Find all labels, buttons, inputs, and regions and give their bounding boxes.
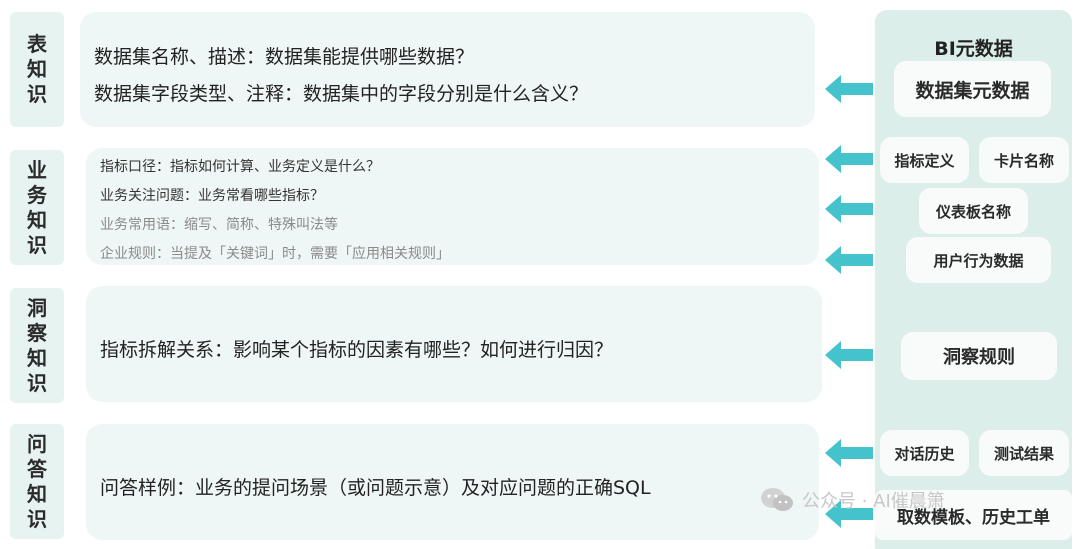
category-char: 问 bbox=[27, 431, 47, 456]
arrow-left-icon bbox=[825, 246, 873, 274]
category-char: 察 bbox=[27, 320, 47, 345]
arrow-left-icon bbox=[825, 145, 873, 173]
category-char: 知 bbox=[27, 481, 47, 506]
panel-insight-knowledge: 指标拆解关系：影响某个指标的因素有哪些？如何进行归因？ bbox=[86, 286, 822, 402]
category-char: 识 bbox=[27, 82, 47, 106]
arrow-left-icon bbox=[825, 439, 873, 467]
panel-text: 企业规则：当提及「关键词」时，需要「应用相关规则」 bbox=[100, 246, 450, 262]
chip-dataset-metadata: 数据集元数据 bbox=[894, 61, 1051, 117]
category-table-knowledge: 表 知 识 bbox=[10, 12, 64, 127]
panel-table-knowledge: 数据集名称、描述：数据集能提供哪些数据？ 数据集字段类型、注释：数据集中的字段分… bbox=[80, 12, 815, 127]
category-char: 知 bbox=[27, 345, 47, 370]
panel-text: 指标口径：指标如何计算、业务定义是什么？ bbox=[100, 159, 380, 175]
arrow-left-icon bbox=[825, 341, 873, 369]
panel-text: 指标拆解关系：影响某个指标的因素有哪些？如何进行归因？ bbox=[100, 339, 614, 361]
panel-business-knowledge: 指标口径：指标如何计算、业务定义是什么？ 业务关注问题：业务常看哪些指标？ 业务… bbox=[86, 148, 819, 265]
chip-dashboard-name: 仪表板名称 bbox=[919, 188, 1028, 234]
category-char: 洞 bbox=[27, 295, 47, 320]
category-qa-knowledge: 问 答 知 识 bbox=[10, 424, 64, 539]
chip-user-behavior-data: 用户行为数据 bbox=[906, 237, 1051, 283]
chip-metric-definition: 指标定义 bbox=[880, 137, 969, 183]
category-char: 识 bbox=[27, 370, 47, 395]
panel-text: 问答样例：业务的提问场景（或问题示意）及对应问题的正确SQL bbox=[100, 477, 651, 499]
arrow-left-icon bbox=[825, 75, 873, 103]
watermark: 公众号 · AI催晨箫 bbox=[760, 487, 945, 513]
wechat-icon bbox=[761, 488, 793, 511]
bi-metadata-sidebar: BI元数据 数据集元数据 指标定义 卡片名称 仪表板名称 用户行为数据 洞察规则… bbox=[875, 10, 1072, 549]
sidebar-title: BI元数据 bbox=[934, 38, 1013, 60]
category-char: 识 bbox=[27, 232, 47, 257]
watermark-text: 公众号 · AI催晨箫 bbox=[802, 491, 945, 512]
panel-text: 数据集字段类型、注释：数据集中的字段分别是什么含义？ bbox=[94, 83, 589, 105]
panel-text: 业务关注问题：业务常看哪些指标？ bbox=[100, 188, 324, 204]
category-char: 知 bbox=[27, 207, 47, 232]
arrow-left-icon bbox=[825, 195, 873, 223]
category-char: 务 bbox=[27, 182, 47, 207]
category-business-knowledge: 业 务 知 识 bbox=[10, 150, 64, 265]
category-char: 答 bbox=[27, 456, 47, 481]
category-char: 表 bbox=[27, 32, 47, 56]
chip-fetch-templates: 取数模板、历史工单 bbox=[875, 490, 1072, 540]
category-char: 识 bbox=[27, 506, 47, 531]
chip-chat-history: 对话历史 bbox=[880, 430, 969, 476]
chip-card-name: 卡片名称 bbox=[979, 137, 1069, 183]
panel-text: 业务常用语：缩写、简称、特殊叫法等 bbox=[100, 217, 338, 233]
chip-insight-rules: 洞察规则 bbox=[901, 332, 1057, 380]
panel-qa-knowledge: 问答样例：业务的提问场景（或问题示意）及对应问题的正确SQL bbox=[86, 424, 819, 540]
category-char: 业 bbox=[27, 157, 47, 182]
arrow-left-icon bbox=[825, 500, 873, 528]
chip-test-results: 测试结果 bbox=[979, 430, 1069, 476]
category-char: 知 bbox=[27, 57, 47, 81]
category-insight-knowledge: 洞 察 知 识 bbox=[10, 288, 64, 403]
panel-text: 数据集名称、描述：数据集能提供哪些数据？ bbox=[94, 46, 475, 68]
